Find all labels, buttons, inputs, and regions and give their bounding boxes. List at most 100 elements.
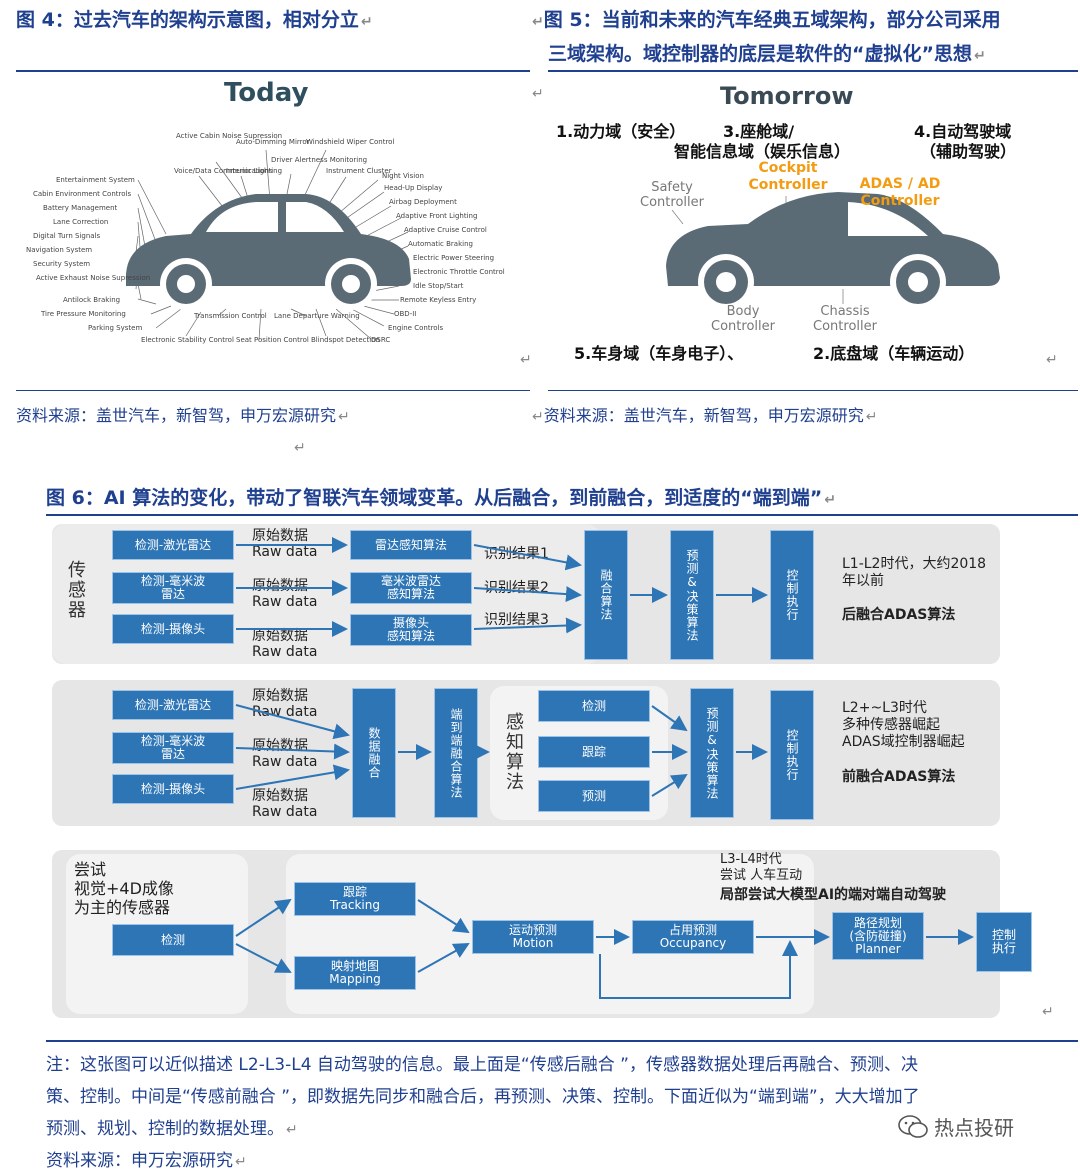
row2-era-text: L2+~L3时代 多种传感器崛起 ADAS域控制器崛起	[842, 700, 965, 750]
row1-result-1: 识别结果1	[484, 546, 549, 562]
fig5-top-rule	[548, 70, 1078, 72]
adas-controller-label: ADAS / AD Controller	[859, 176, 941, 209]
domain-cockpit: 3.座舱域/	[723, 122, 795, 141]
label-automatic-braking: Automatic Braking	[408, 240, 473, 248]
row2-predict-small-box: 预测	[538, 780, 650, 812]
label-transmission: Transmission Control	[194, 312, 267, 320]
row2-raw-data-1: 原始数据 Raw data	[252, 688, 318, 720]
row1-predict-box: 预测&决策算法	[670, 530, 714, 660]
note-line-1: 注：这张图可以近似描述 L2-L3-L4 自动驾驶的信息。最上面是“传感后融合 …	[46, 1055, 918, 1075]
row2-era-bold: 前融合ADAS算法	[842, 769, 956, 785]
label-adaptive-front-lighting: Adaptive Front Lighting	[396, 212, 478, 220]
row1-mmwave-box: 检测-毫米波 雷达	[112, 572, 234, 604]
return-mark: ↵	[520, 352, 532, 368]
label-idle-stop: Idle Stop/Start	[413, 282, 464, 290]
row1-raw-data-1: 原始数据 Raw data	[252, 528, 318, 560]
label-remote-keyless: Remote Keyless Entry	[400, 296, 477, 304]
row3-era-line1: L3-L4时代	[720, 852, 782, 867]
label-digital-turn: Digital Turn Signals	[33, 232, 101, 240]
row2-track-box: 跟踪	[538, 736, 650, 768]
label-electronic-throttle: Electronic Throttle Control	[413, 268, 505, 276]
row3-era-line2: 尝试 人车互动	[720, 868, 803, 883]
fig4-title: 图 4：过去汽车的架构示意图，相对分立↵	[16, 9, 373, 31]
cockpit-controller-label: Cockpit Controller	[748, 160, 828, 193]
row2-e2e-fusion-box: 端到端融合算法	[434, 688, 478, 818]
row2-raw-data-2: 原始数据 Raw data	[252, 738, 318, 770]
label-seat-position: Seat Position Control	[236, 336, 309, 344]
fig4-source: 资料来源：盖世汽车，新智驾，申万宏源研究↵	[16, 406, 350, 425]
row1-result-2: 识别结果2	[484, 580, 549, 596]
note-line-2: 策、控制。中间是“传感前融合 ”，即数据先同步和融合后，再预测、决策、控制。下面…	[46, 1087, 920, 1107]
note-line-3: 预测、规划、控制的数据处理。↵	[46, 1119, 298, 1139]
label-dsrc: DSRC	[371, 336, 391, 344]
domain-body: 5.车身域（车身电子）、	[574, 344, 744, 363]
label-cabin-env: Cabin Environment Controls	[33, 190, 132, 198]
fig6-title: 图 6：AI 算法的变化，带动了智联汽车领域变革。从后融合，到前融合，到适度的“…	[46, 487, 836, 509]
fig5-source: ↵资料来源：盖世汽车，新智驾，申万宏源研究↵	[532, 406, 878, 425]
domain-adas: 4.自动驾驶域	[914, 122, 1012, 141]
row1-lidar-algo-box: 雷达感知算法	[350, 530, 472, 560]
row2-control-box: 控制执行	[770, 690, 814, 820]
chassis-controller-label: Chassis Controller	[813, 304, 877, 334]
fig4-bottom-rule	[16, 390, 530, 391]
fig5-bottom-rule	[548, 390, 1078, 391]
row3-try-text: 尝试 视觉+4D成像 为主的传感器	[74, 860, 174, 917]
safety-controller-label: Safety Controller	[640, 180, 704, 210]
row1-raw-data-3: 原始数据 Raw data	[252, 628, 318, 660]
row3-motion-box: 运动预测 Motion	[472, 920, 594, 954]
row2-lidar-box: 检测-激光雷达	[112, 690, 234, 720]
row3-mapping-box: 映射地图 Mapping	[294, 956, 416, 990]
label-lane-correction: Lane Correction	[53, 218, 109, 226]
row1-camera-algo-box: 摄像头 感知算法	[350, 614, 472, 646]
label-navigation: Navigation System	[26, 246, 93, 254]
row3-control-box: 控制 执行	[976, 912, 1032, 972]
label-instrument-cluster: Instrument Cluster	[326, 167, 392, 175]
row2-mmwave-box: 检测-毫米波 雷达	[112, 732, 234, 764]
domain-chassis: 2.底盘域（车辆运动）	[813, 344, 975, 363]
row2-perception-label: 感知算法	[503, 712, 524, 792]
label-voice-data: Voice/Data Communications	[174, 167, 273, 175]
row1-lidar-box: 检测-激光雷达	[112, 530, 234, 560]
fig6-bottom-rule	[46, 1040, 1078, 1042]
row1-camera-box: 检测-摄像头	[112, 614, 234, 644]
today-car-diagram	[126, 149, 411, 341]
label-active-exhaust: Active Exhaust Noise Supression	[36, 274, 151, 282]
row2-data-fusion-box: 数据融合	[352, 688, 396, 818]
label-engine-controls: Engine Controls	[388, 324, 444, 332]
row3-tracking-box: 跟踪 Tracking	[294, 882, 416, 916]
label-head-up-display: Head-Up Display	[384, 184, 443, 192]
label-tire-pressure: Tire Pressure Monitoring	[41, 310, 126, 318]
fig5-title-line2: 三域架构。域控制器的底层是软件的“虚拟化”思想↵	[548, 43, 986, 65]
label-battery-mgmt: Battery Management	[43, 204, 118, 212]
fig6-top-rule	[46, 514, 1078, 516]
return-mark: ↵	[1046, 352, 1058, 368]
row1-mmwave-algo-box: 毫米波雷达 感知算法	[350, 572, 472, 604]
fig5-panel: Tomorrow 1.动力域（安全） 3.座舱域/ 智能信息域（娱乐信息） 4.…	[548, 74, 1078, 384]
label-windshield-wiper: Windshield Wiper Control	[306, 138, 395, 146]
row2-predict-box: 预测&决策算法	[690, 688, 734, 818]
label-blindspot: Blindspot Detection	[311, 336, 380, 344]
fig4-panel: Today Active Cabin Noise Supres	[16, 74, 530, 384]
label-parking-system: Parking System	[88, 324, 143, 332]
domain-powertrain: 1.动力域（安全）	[556, 122, 686, 141]
watermark-text: 热点投研	[934, 1116, 1014, 1140]
note-source: 资料来源：申万宏源研究↵	[46, 1151, 247, 1171]
row1-era-text: L1-L2时代，大约2018 年以前	[842, 556, 987, 589]
tomorrow-car-diagram	[666, 192, 1000, 310]
row1-fusion-box: 融合算法	[584, 530, 628, 660]
label-auto-dimming-mirror: Auto-Dimming Mirror	[236, 138, 310, 146]
domain-adas-line2: （辅助驾驶）	[920, 142, 1017, 161]
row1-raw-data-2: 原始数据 Raw data	[252, 578, 318, 610]
label-lane-departure: Lane Departure Warning	[274, 312, 360, 320]
label-adaptive-cruise: Adaptive Cruise Control	[404, 226, 487, 234]
today-title: Today	[224, 78, 309, 108]
row3-planner-box: 路径规划 (含防碰撞) Planner	[832, 912, 924, 960]
body-controller-label: Body Controller	[711, 304, 775, 334]
label-driver-alertness: Driver Alertness Monitoring	[271, 156, 368, 164]
return-mark: ↵	[294, 440, 306, 456]
row3-occupancy-box: 占用预测 Occupancy	[632, 920, 754, 954]
row1-era-bold: 后融合ADAS算法	[842, 607, 956, 623]
row3-detect-box: 检测	[112, 924, 234, 956]
wechat-icon	[898, 1114, 928, 1138]
label-night-vision: Night Vision	[382, 172, 424, 180]
